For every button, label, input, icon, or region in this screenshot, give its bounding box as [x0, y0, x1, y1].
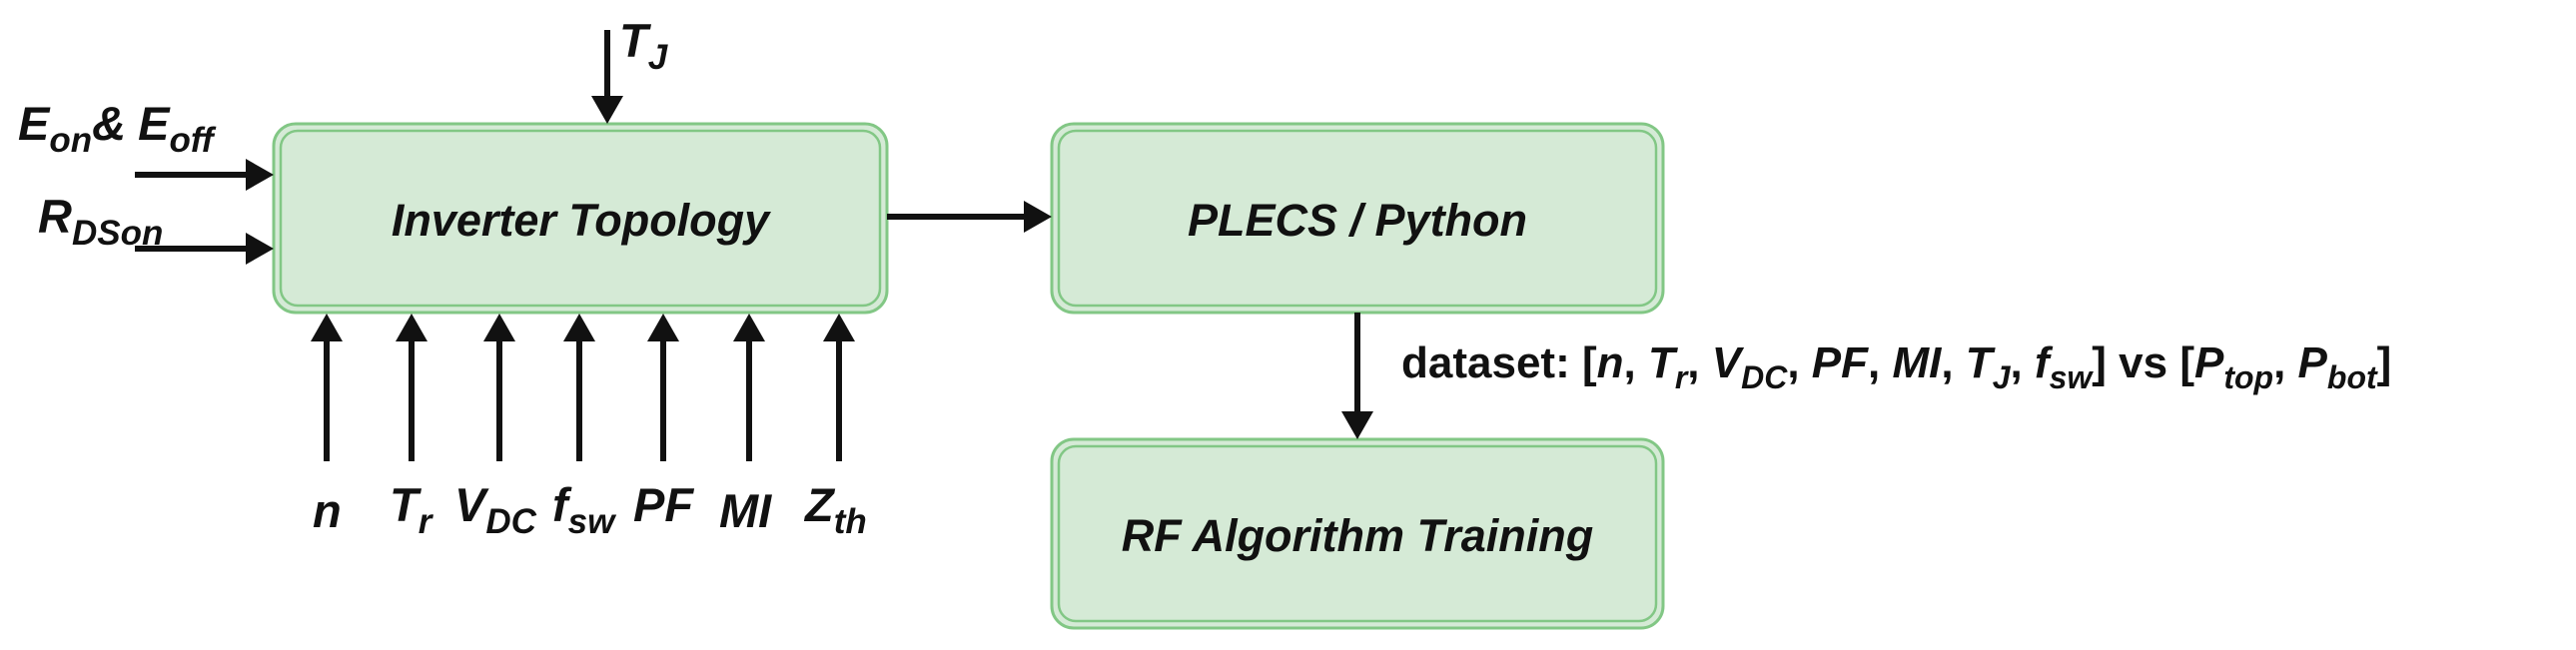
vdc-input-arrow [483, 314, 515, 461]
plecs-to-rf-arrow [1341, 313, 1373, 439]
rdson-label: RDSon [38, 190, 163, 253]
zth-label: Zth [803, 478, 867, 541]
tr-input-arrow [396, 314, 428, 461]
pf-input-arrow [647, 314, 679, 461]
n-input-arrow [311, 314, 343, 461]
eon-eoff-input-arrow [135, 159, 274, 191]
eon-eoff-label: Eon&Eoff [18, 97, 217, 160]
tr-label: Tr [390, 478, 434, 541]
pf-label: PF [633, 478, 694, 531]
mi-label: MI [719, 484, 772, 537]
rdson-input-arrow [135, 233, 274, 265]
zth-input-arrow [823, 314, 855, 461]
tj-top-label: TJ [619, 14, 669, 77]
fsw-label: fsw [552, 478, 617, 541]
rf-algorithm-training-label: RF Algorithm Training [1122, 510, 1593, 561]
mi-input-arrow [733, 314, 765, 461]
vdc-label: VDC [454, 478, 537, 541]
plecs-python-box: PLECS / Python [1050, 122, 1665, 315]
dataset-label: dataset: [n, Tr, VDC, PF, MI, TJ, fsw] v… [1401, 338, 2391, 395]
fsw-input-arrow [563, 314, 595, 461]
plecs-python-label: PLECS / Python [1188, 195, 1527, 246]
rf-algorithm-training-box: RF Algorithm Training [1050, 437, 1665, 630]
tj-input-arrow [591, 30, 623, 124]
n-label: n [313, 484, 342, 537]
inverter-topology-label: Inverter Topology [392, 195, 771, 246]
inverter-topology-box: Inverter Topology [272, 122, 889, 315]
inverter-to-plecs-arrow [887, 201, 1052, 233]
